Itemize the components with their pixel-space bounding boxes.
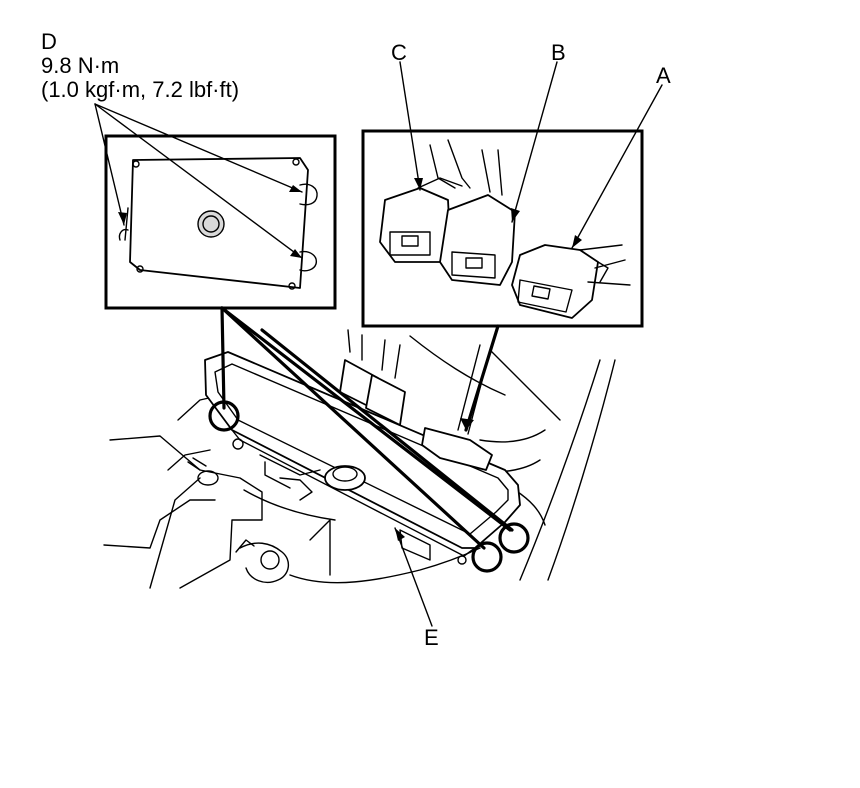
bolt-circle-3 [498, 522, 530, 554]
callout-d-label: D [41, 29, 57, 54]
bolt-circle-1 [208, 400, 240, 432]
callout-e-label: E [424, 625, 439, 650]
callout-c-label: C [391, 40, 407, 65]
inset-connectors [361, 129, 644, 328]
bolt-leader-lines [208, 306, 530, 573]
torque-spec-imperial: (1.0 kgf·m, 7.2 lbf·ft) [41, 77, 240, 102]
engine-bay-illustration [103, 329, 616, 589]
torque-spec-nm: 9.8 N·m [41, 53, 120, 78]
callout-b-label: B [551, 40, 566, 65]
callout-arrows [94, 61, 663, 627]
bolt-circle-2 [471, 541, 503, 573]
inset-ecu-cover [104, 134, 337, 310]
callout-a-label: A [656, 63, 671, 88]
connector-arrow [460, 418, 474, 430]
